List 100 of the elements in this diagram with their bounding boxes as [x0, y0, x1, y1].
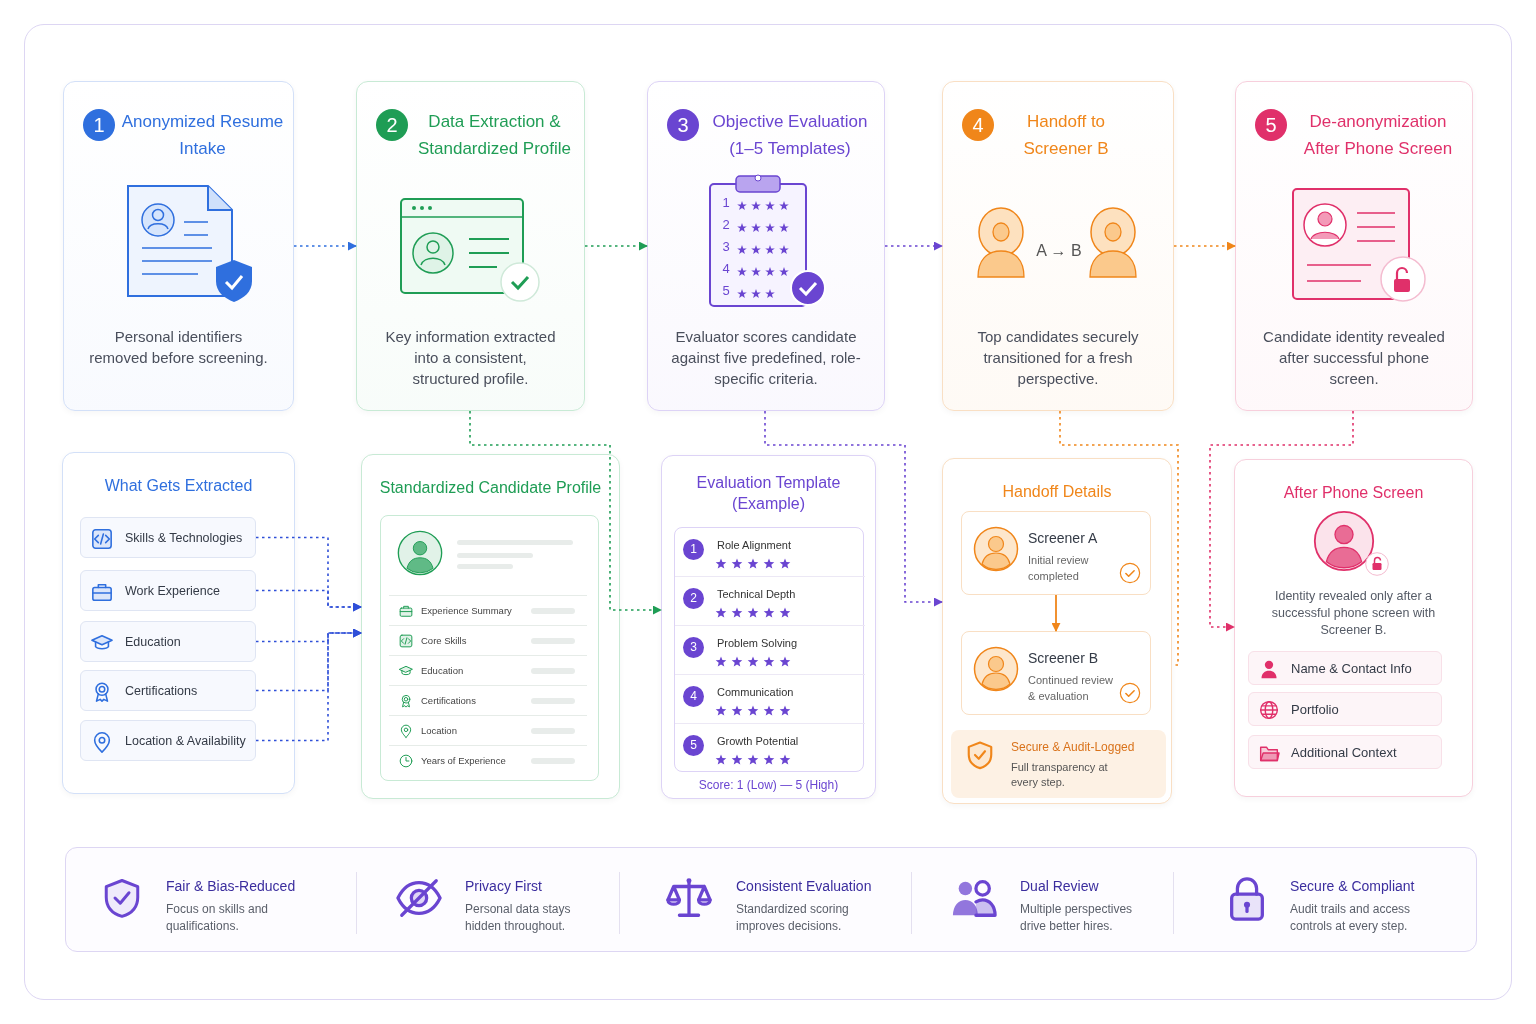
panel-card [1234, 459, 1473, 797]
dotted-connector [1059, 410, 1179, 666]
screener-name: Screener A [1028, 530, 1099, 546]
feature-title: Privacy First [465, 878, 542, 894]
row-label: Certifications [421, 694, 476, 708]
feature-description: Audit trails and access controls at every step. [1290, 901, 1412, 935]
step-title: De-anonymization After Phone Screen [1302, 111, 1454, 160]
dotted-arrow [1209, 410, 1354, 632]
row-label: Core Skills [421, 634, 467, 648]
row-label: Years of Experience [421, 754, 506, 768]
step-card [647, 81, 885, 411]
item-label: Education [125, 634, 182, 651]
panel-card [661, 455, 876, 799]
row-label: Education [421, 664, 464, 678]
step-title: Data Extraction & Standardized Profile [416, 111, 573, 160]
feature-title: Fair & Bias-Reduced [166, 878, 296, 894]
item-label: Name & Contact Info [1291, 660, 1413, 678]
screener-card [961, 631, 1151, 715]
list-item [80, 670, 256, 711]
note-card [951, 730, 1166, 798]
step-number: 4 [962, 109, 994, 141]
item-label: Portfolio [1291, 701, 1340, 719]
item-label: Work Experience [125, 583, 221, 600]
row-label: Experience Summary [421, 604, 512, 618]
content-card [674, 527, 864, 772]
dotted-arrow [1173, 241, 1236, 251]
criteria-number: 1 [683, 539, 704, 560]
criteria-number: 5 [683, 735, 704, 756]
panel-card [361, 454, 620, 799]
score-scale-note: Score: 1 (Low) — 5 (High) [697, 778, 840, 792]
feature-description: Personal data stays hidden throughout. [465, 901, 572, 935]
step-title: Objective Evaluation (1–5 Templates) [711, 111, 869, 160]
item-label: Certifications [125, 683, 199, 700]
criteria-number: 3 [683, 637, 704, 658]
criteria-label: Problem Solving [717, 637, 798, 649]
criteria-number: 2 [683, 588, 704, 609]
list-item [1248, 735, 1442, 769]
handoff-label: A → B [1035, 242, 1083, 260]
panel-heading: Evaluation Template (Example) [695, 473, 842, 514]
row-number: 5 [721, 284, 731, 298]
content-card [380, 515, 599, 781]
dotted-arrow [293, 241, 357, 251]
feature-description: Standardized scoring improves decisions. [736, 901, 850, 935]
step-number: 2 [376, 109, 408, 141]
step-description: Key information extracted into a consistent, structured profile. [384, 327, 557, 389]
step-description: Evaluator scores candidate against five predefined, role-specific criteria. [670, 327, 862, 389]
feature-title: Secure & Compliant [1290, 878, 1415, 894]
row-label: Location [421, 724, 457, 738]
panel-heading: Handoff Details [1001, 482, 1113, 502]
criteria-label: Technical Depth [717, 588, 796, 600]
step-card [356, 81, 585, 411]
step-card [1235, 81, 1473, 411]
step-number: 3 [667, 109, 699, 141]
panel-heading: After Phone Screen [1282, 483, 1425, 503]
dotted-arrow [255, 589, 362, 612]
screener-status: Initial review completed [1028, 553, 1090, 584]
item-label: Skills & Technologies [125, 530, 244, 547]
dotted-arrow [884, 241, 943, 251]
feature-description: Multiple perspectives drive better hires. [1020, 901, 1134, 935]
list-item [80, 517, 256, 558]
step-title: Handoff to Screener B [1022, 111, 1110, 160]
list-item [80, 570, 256, 611]
arrow [1051, 594, 1061, 632]
dotted-arrow [255, 628, 362, 742]
panel-card [62, 452, 295, 794]
dotted-arrow [469, 410, 662, 615]
criteria-label: Communication [717, 686, 794, 698]
list-item [1248, 692, 1442, 726]
feature-title: Consistent Evaluation [736, 878, 872, 894]
note-title: Secure & Audit-Logged [1011, 740, 1136, 754]
criteria-number: 4 [683, 686, 704, 707]
step-card [63, 81, 294, 411]
feature-description: Focus on skills and qualifications. [166, 901, 270, 935]
row-number: 1 [721, 196, 731, 210]
step-description: Candidate identity revealed after successful phone screen. [1262, 327, 1446, 389]
list-item [80, 621, 256, 662]
list-item [80, 720, 256, 761]
panel-card [942, 458, 1172, 804]
dotted-arrow [764, 410, 943, 607]
item-label: Additional Context [1291, 744, 1398, 762]
row-number: 3 [721, 240, 731, 254]
feature-title: Dual Review [1020, 878, 1099, 894]
list-item [1248, 651, 1442, 685]
identity-note: Identity revealed only after a successful phone screen with Screener B. [1270, 588, 1437, 639]
note-text: Full transparency at every step. [1011, 760, 1109, 790]
criteria-label: Role Alignment [717, 539, 791, 551]
screener-status: Continued review & evaluation [1028, 673, 1114, 704]
step-number: 5 [1255, 109, 1287, 141]
step-number: 1 [83, 109, 115, 141]
criteria-label: Growth Potential [717, 735, 799, 747]
row-number: 4 [721, 262, 731, 276]
dotted-arrow [584, 241, 648, 251]
step-title: Anonymized Resume Intake [120, 111, 285, 160]
panel-heading: Standardized Candidate Profile [378, 478, 603, 498]
screener-card [961, 511, 1151, 595]
row-number: 2 [721, 218, 731, 232]
step-card [942, 81, 1174, 411]
panel-heading: What Gets Extracted [103, 476, 254, 496]
screener-name: Screener B [1028, 650, 1100, 666]
item-label: Location & Availability [125, 733, 247, 750]
